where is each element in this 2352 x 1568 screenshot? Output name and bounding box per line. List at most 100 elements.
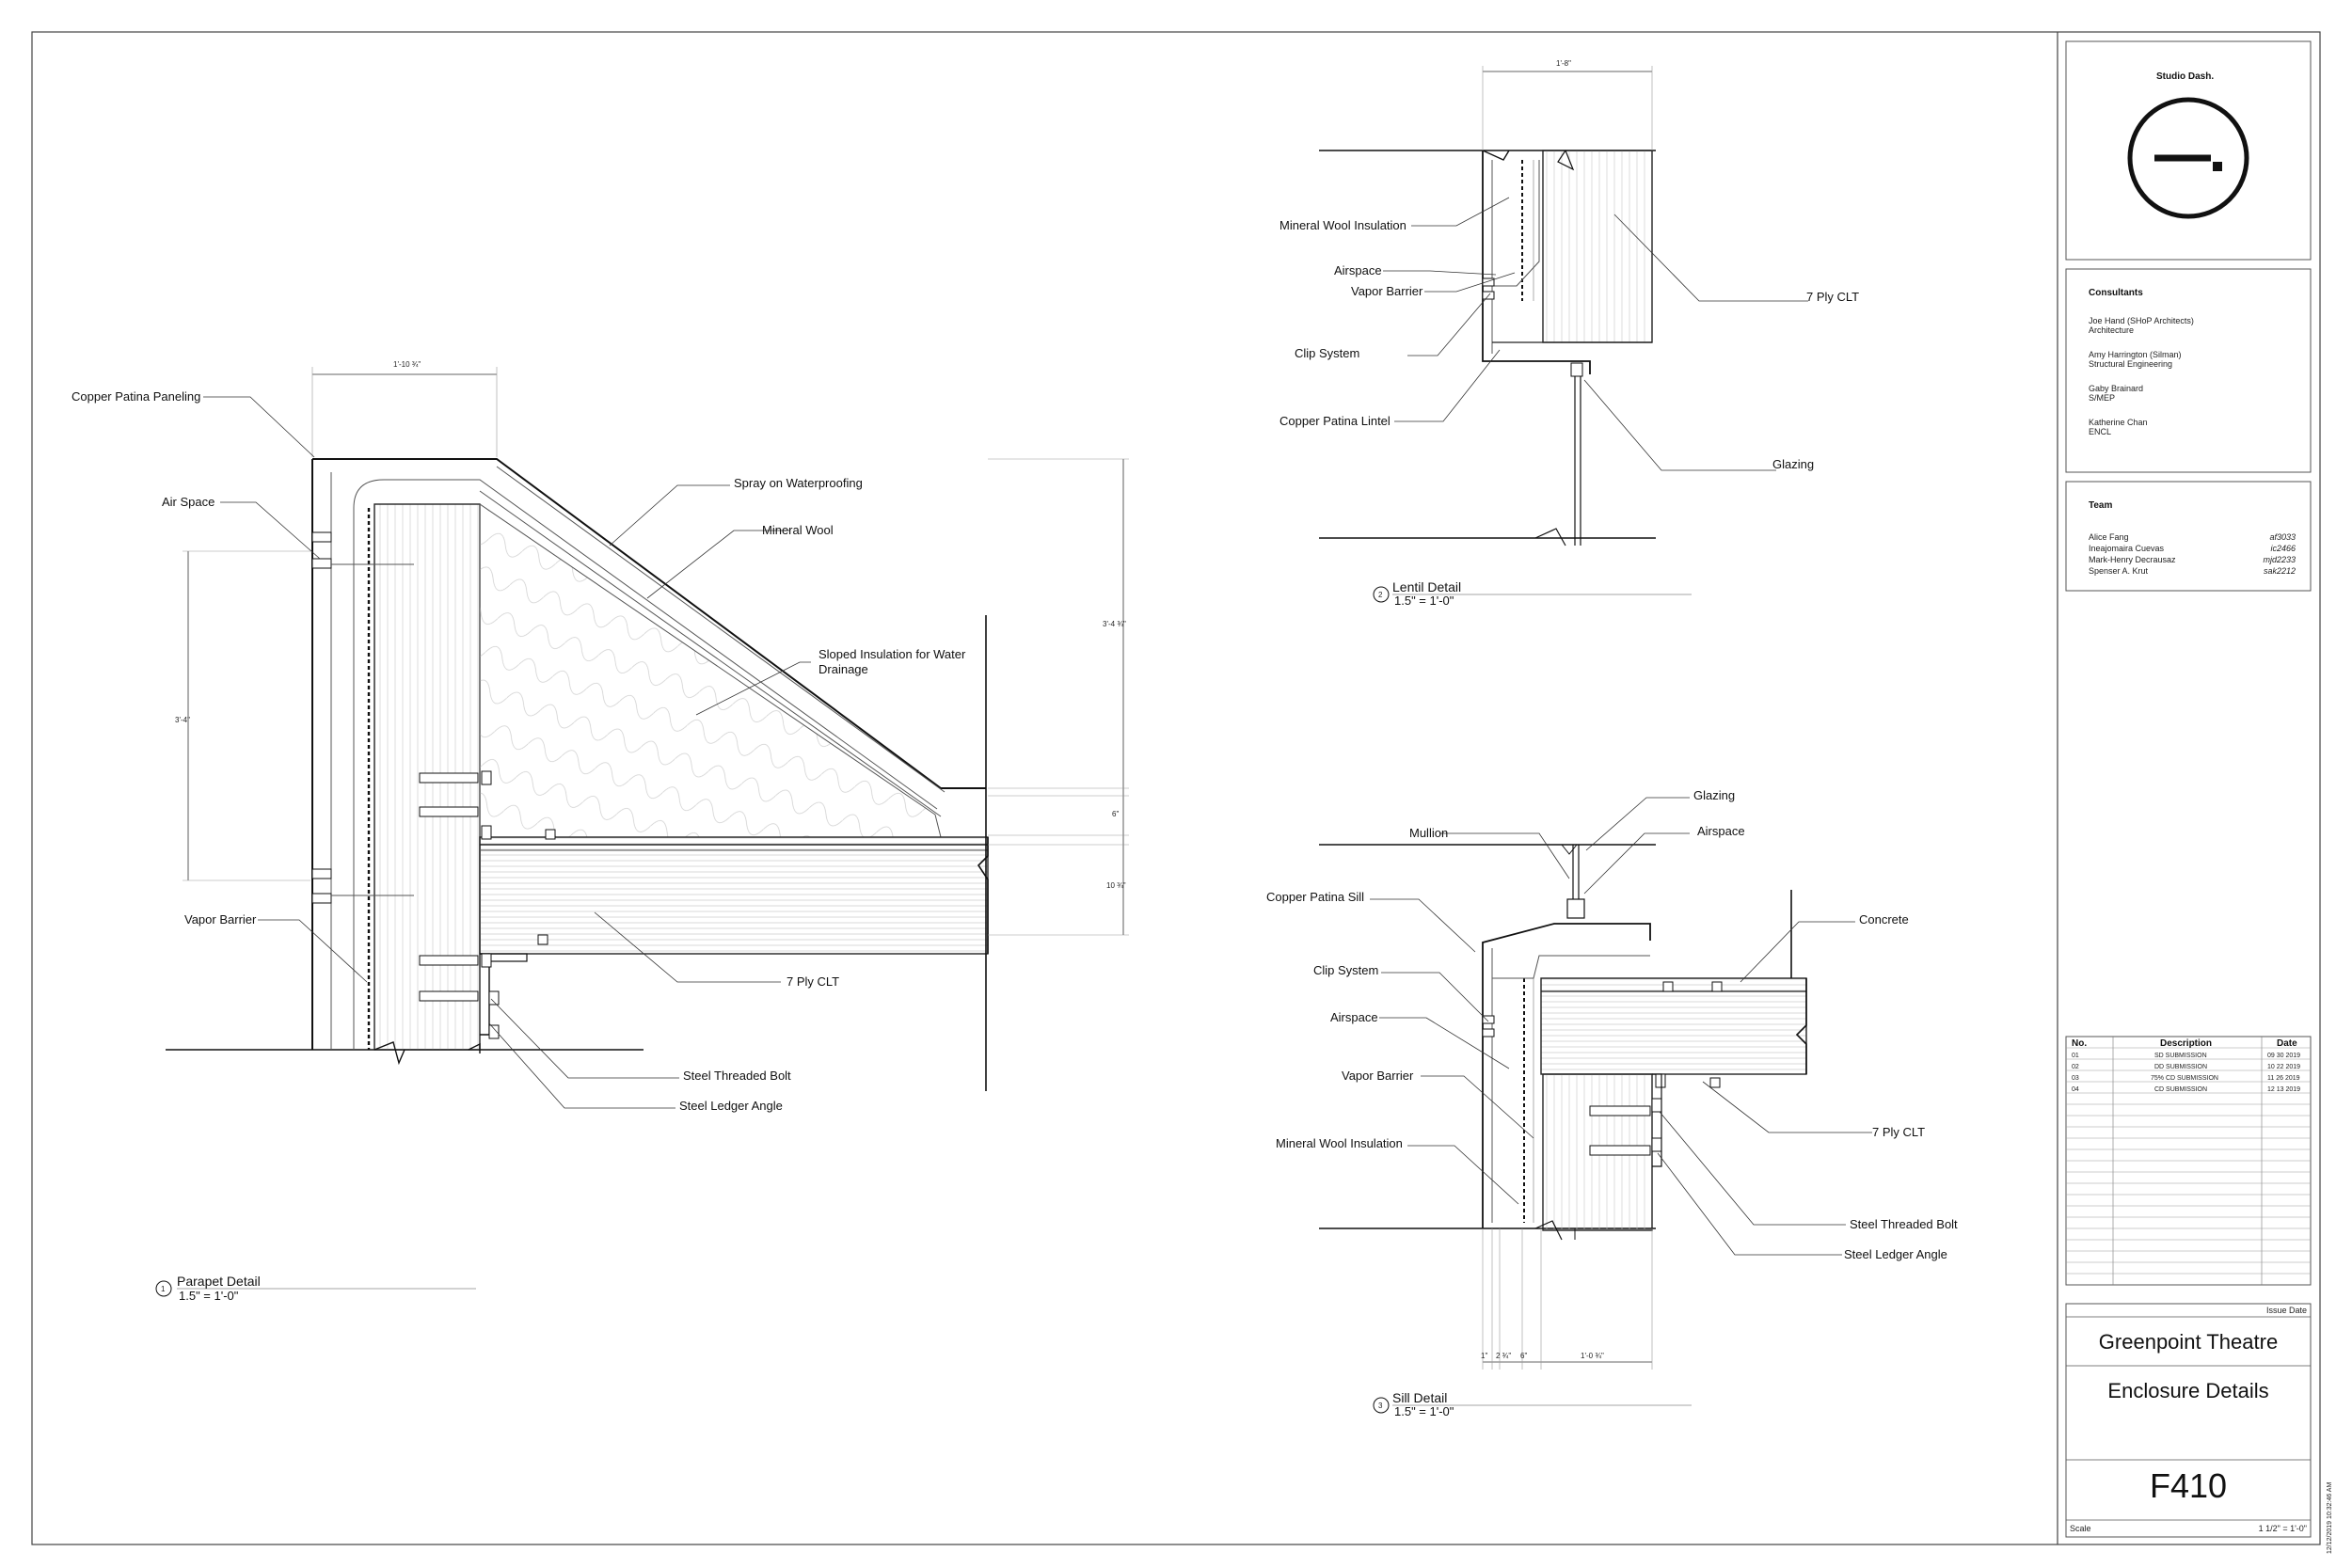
- scale-label: Scale: [2070, 1524, 2091, 1533]
- consultants-heading: Consultants: [2089, 288, 2143, 298]
- plot-timestamp: 12/12/2019 10:32:46 AM: [2327, 1482, 2333, 1554]
- rev-date: 12 13 2019: [2267, 1086, 2300, 1093]
- label-vapor-barrier: Vapor Barrier: [184, 912, 257, 927]
- team-list: Alice Fang af3033 Ineajomaira Cuevas ic2…: [2089, 532, 2296, 576]
- rev-desc: CD SUBMISSION: [2154, 1086, 2207, 1093]
- team-member-uni: af3033: [2269, 532, 2296, 542]
- label-copper-patina-sill: Copper Patina Sill: [1266, 890, 1364, 904]
- studio-logo: [2127, 97, 2249, 219]
- lintel-detail-scale: 1.5" = 1'-0": [1394, 594, 1454, 608]
- rev-header-desc: Description: [2160, 1038, 2212, 1049]
- rev-no: 04: [2072, 1086, 2079, 1093]
- sill-dim-d: 1'-0 ¾": [1581, 1352, 1604, 1360]
- label-copper-patina-lintel: Copper Patina Lintel: [1279, 414, 1391, 428]
- consultants-list: Joe Hand (SHoP Architects) Architecture …: [2089, 316, 2194, 436]
- rev-desc: DD SUBMISSION: [2154, 1064, 2207, 1070]
- label-vapor-barrier: Vapor Barrier: [1351, 284, 1423, 298]
- parapet-detail-scale: 1.5" = 1'-0": [179, 1289, 239, 1303]
- label-steel-threaded-bolt: Steel Threaded Bolt: [683, 1069, 791, 1083]
- label-glazing: Glazing: [1772, 457, 1814, 471]
- sheet-number: F410: [2150, 1466, 2227, 1505]
- team-member-name: Mark-Henry Decrausaz: [2089, 555, 2176, 564]
- label-clip-system: Clip System: [1313, 963, 1378, 977]
- sill-detail-title: Sill Detail: [1392, 1390, 1447, 1405]
- sill-detail: 1" 2 ¾" 6" 1'-0 ¾" Glazing Mullion Airsp…: [1266, 788, 1958, 1418]
- team-member-uni: ic2466: [2270, 544, 2296, 553]
- label-spray-waterproofing: Spray on Waterproofing: [734, 476, 863, 490]
- title-block: Studio Dash. Consultants Joe Hand (SHoP …: [2065, 40, 2333, 1554]
- consultant-role: Structural Engineering: [2089, 359, 2172, 369]
- consultant-name: Katherine Chan: [2089, 418, 2148, 427]
- sill-number: 3: [1378, 1402, 1383, 1410]
- label-vapor-barrier: Vapor Barrier: [1342, 1069, 1414, 1083]
- team-member-uni: sak2212: [2264, 566, 2296, 576]
- rev-date: 10 22 2019: [2267, 1064, 2300, 1070]
- parapet-dim-right-top: 3'-4 ¾": [1103, 620, 1126, 628]
- parapet-number: 1: [161, 1285, 166, 1293]
- consultant-name: Joe Hand (SHoP Architects): [2089, 316, 2194, 325]
- label-steel-ledger-angle: Steel Ledger Angle: [1844, 1247, 1947, 1261]
- rev-header-no: No.: [2072, 1038, 2087, 1049]
- label-copper-patina-paneling: Copper Patina Paneling: [72, 389, 200, 404]
- logo-box: [2065, 40, 2312, 261]
- issue-date-label: Issue Date: [2266, 1306, 2307, 1315]
- consultant-role: Architecture: [2089, 325, 2134, 335]
- rev-no: 01: [2072, 1053, 2079, 1059]
- parapet-detail: 1'-10 ¾" 3'-4" 3'-4 ¾" 6" 10 ¾" Copper P: [72, 360, 1129, 1303]
- team-member-name: Spenser A. Krut: [2089, 566, 2149, 576]
- label-sloped-insulation: Sloped Insulation for Water: [818, 647, 966, 661]
- team-member-name: Ineajomaira Cuevas: [2089, 544, 2165, 553]
- label-mullion: Mullion: [1409, 826, 1448, 840]
- project-name: Greenpoint Theatre: [2099, 1330, 2278, 1354]
- lintel-dim-top: 1'-8": [1556, 59, 1571, 68]
- consultant-role: ENCL: [2089, 427, 2111, 436]
- consultant-name: Gaby Brainard: [2089, 384, 2143, 393]
- parapet-dim-top: 1'-10 ¾": [393, 360, 421, 369]
- label-mineral-wool-insulation: Mineral Wool Insulation: [1279, 218, 1406, 232]
- team-member-name: Alice Fang: [2089, 532, 2129, 542]
- label-airspace: Airspace: [1334, 263, 1382, 277]
- team-member-uni: mjd2233: [2263, 555, 2296, 564]
- rev-header-date: Date: [2277, 1038, 2297, 1049]
- rev-date: 09 30 2019: [2267, 1053, 2300, 1059]
- sheet-title: Enclosure Details: [2107, 1379, 2268, 1402]
- rev-no: 03: [2072, 1075, 2079, 1082]
- team-heading: Team: [2089, 500, 2112, 511]
- sill-detail-scale: 1.5" = 1'-0": [1394, 1404, 1454, 1418]
- label-air-space: Air Space: [162, 495, 215, 509]
- label-concrete: Concrete: [1859, 912, 1909, 927]
- label-7-ply-clt: 7 Ply CLT: [1806, 290, 1859, 304]
- parapet-dim-right-bot: 10 ¾": [1106, 881, 1126, 890]
- lintel-number: 2: [1378, 591, 1383, 599]
- label-clip-system: Clip System: [1295, 346, 1359, 360]
- consultant-name: Amy Harrington (Silman): [2089, 350, 2182, 359]
- label-steel-threaded-bolt: Steel Threaded Bolt: [1850, 1217, 1958, 1231]
- consultant-role: S/MEP: [2089, 393, 2115, 403]
- label-7-ply-clt: 7 Ply CLT: [1872, 1125, 1925, 1139]
- label-glazing: Glazing: [1693, 788, 1735, 802]
- label-airspace-top: Airspace: [1697, 824, 1745, 838]
- label-steel-ledger-angle: Steel Ledger Angle: [679, 1099, 783, 1113]
- parapet-detail-title: Parapet Detail: [177, 1274, 261, 1289]
- revision-table: No. Description Date 01 SD SUBMISSION 09…: [2065, 1036, 2312, 1286]
- rev-desc: 75% CD SUBMISSION: [2151, 1075, 2218, 1082]
- sill-dim-b: 2 ¾": [1496, 1352, 1511, 1360]
- rev-no: 02: [2072, 1064, 2079, 1070]
- label-airspace: Airspace: [1330, 1010, 1378, 1024]
- sheet-border: [31, 31, 2321, 1545]
- label-7-ply-clt: 7 Ply CLT: [787, 974, 839, 989]
- parapet-dim-left: 3'-4": [175, 716, 190, 724]
- rev-date: 11 26 2019: [2267, 1075, 2300, 1082]
- scale-value: 1 1/2" = 1'-0": [2259, 1524, 2307, 1533]
- lintel-detail-title: Lentil Detail: [1392, 579, 1461, 594]
- label-sloped-insulation-2: Drainage: [818, 662, 868, 676]
- sill-dim-a: 1": [1481, 1352, 1487, 1360]
- studio-name: Studio Dash.: [2156, 71, 2214, 82]
- lintel-detail: 1'-8" Mineral Wool Insulation Airspace V…: [1279, 59, 1859, 608]
- label-mineral-wool-insulation: Mineral Wool Insulation: [1276, 1136, 1403, 1150]
- sill-dim-c: 6": [1520, 1352, 1527, 1360]
- parapet-dim-right-mid: 6": [1112, 810, 1119, 818]
- label-mineral-wool: Mineral Wool: [762, 523, 834, 537]
- rev-desc: SD SUBMISSION: [2154, 1053, 2207, 1059]
